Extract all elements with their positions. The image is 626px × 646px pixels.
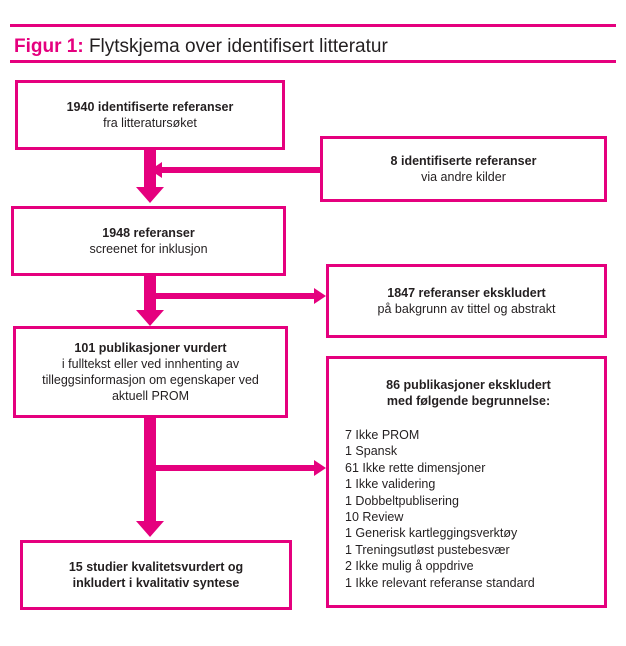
- identified-source: fra litteratursøket: [103, 116, 197, 130]
- exclusion-reason: 1 Ikke relevant referanse standard: [345, 575, 535, 590]
- identified-count: 1940 identifiserte referanser: [66, 100, 234, 114]
- title-bottom-rule: [10, 60, 616, 63]
- included-line-1: 15 studier kvalitetsvurdert og: [68, 560, 244, 574]
- arrow-other-sources: [160, 167, 324, 173]
- box-excluded-abstract: 1847 referanser ekskludert på bakgrunn a…: [326, 264, 607, 338]
- arrow-fulltext-to-included: [144, 418, 156, 522]
- arrowhead-to-included: [136, 521, 164, 537]
- arrow-to-excluded-fulltext: [156, 465, 316, 471]
- fulltext-count: 101 publikasjoner vurdert: [74, 341, 227, 355]
- exclusion-reason: 1 Ikke validering: [345, 477, 436, 492]
- excluded-abstract-count: 1847 referanser ekskludert: [387, 286, 546, 300]
- exclusion-reason: 10 Review: [345, 510, 404, 525]
- arrowhead-excluded-fulltext: [314, 460, 326, 476]
- screened-count: 1948 referanser: [102, 226, 195, 240]
- excluded-fulltext-reason-header: med følgende begrunnelse:: [386, 394, 551, 408]
- fulltext-line-1: i fulltekst eller ved innhenting av: [61, 357, 240, 371]
- exclusion-reason: 7 Ikke PROM: [345, 428, 420, 442]
- arrowhead-to-fulltext: [136, 310, 164, 326]
- arrowhead-other-sources: [150, 162, 162, 178]
- arrow-screened-to-fulltext: [144, 276, 156, 312]
- exclusion-reason: 61 Ikke rette dimensjoner: [345, 460, 486, 475]
- figure-title: Figur 1: Flytskjema over identifisert li…: [14, 35, 388, 59]
- fulltext-line-3: aktuell PROM: [111, 389, 190, 403]
- arrow-to-excluded-abstract: [156, 293, 316, 299]
- included-line-2: inkludert i kvalitativ syntese: [72, 576, 240, 590]
- other-sources-count: 8 identifiserte referanser: [390, 154, 537, 168]
- excluded-abstract-text: på bakgrunn av tittel og abstrakt: [377, 302, 556, 316]
- excluded-fulltext-count: 86 publikasjoner ekskludert: [386, 378, 551, 392]
- title-top-rule: [10, 24, 616, 27]
- figure-label: Figur 1:: [14, 36, 84, 57]
- screened-text: screenet for inklusjon: [89, 242, 208, 256]
- box-screened: 1948 referanser screenet for inklusjon: [11, 206, 286, 276]
- arrowhead-to-screened: [136, 187, 164, 203]
- box-other-sources: 8 identifiserte referanser via andre kil…: [320, 136, 607, 202]
- other-sources-text: via andre kilder: [421, 170, 506, 184]
- arrowhead-excluded-abstract: [314, 288, 326, 304]
- box-included: 15 studier kvalitetsvurdert og inkludert…: [20, 540, 292, 610]
- exclusion-reason: 1 Dobbeltpublisering: [345, 493, 459, 508]
- box-excluded-fulltext: 86 publikasjoner ekskludert med følgende…: [326, 356, 607, 608]
- exclusion-reason: 1 Spansk: [345, 444, 398, 459]
- exclusion-reason: 1 Treningsutløst pustebesvær: [345, 542, 510, 557]
- fulltext-line-2: tilleggsinformasjon om egenskaper ved: [42, 373, 259, 387]
- box-identified: 1940 identifiserte referanser fra litter…: [15, 80, 285, 150]
- box-fulltext: 101 publikasjoner vurdert i fulltekst el…: [13, 326, 288, 418]
- exclusion-reasons-list: 7 Ikke PROM 1 Spansk 61 Ikke rette dimen…: [345, 427, 592, 591]
- exclusion-reason: 1 Generisk kartleggingsverktøy: [345, 526, 518, 541]
- figure-title-text: Flytskjema over identifisert litteratur: [88, 36, 388, 57]
- exclusion-reason: 2 Ikke mulig å oppdrive: [345, 559, 474, 574]
